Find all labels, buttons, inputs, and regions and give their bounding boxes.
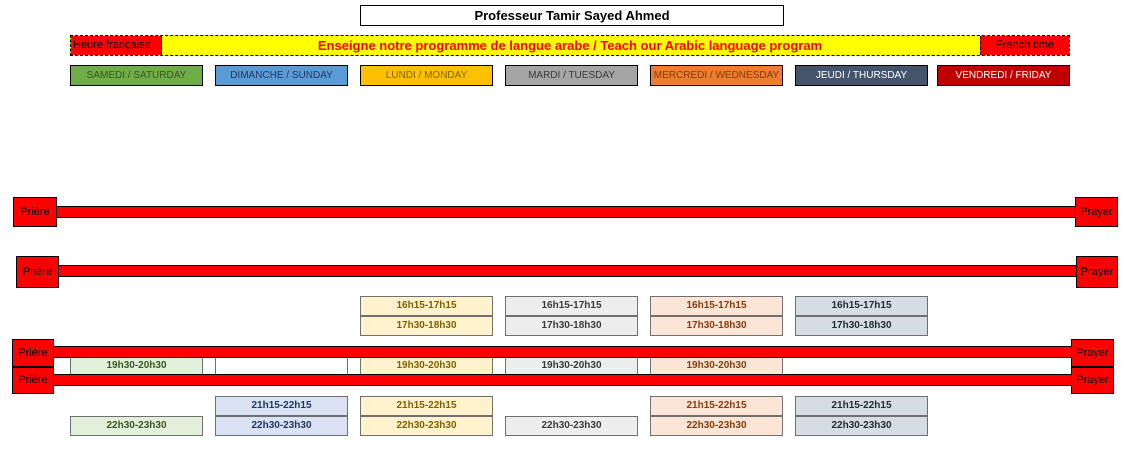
day-header-tuesday: MARDI / TUESDAY <box>505 65 638 86</box>
time-slot: 22h30-23h30 <box>505 416 638 436</box>
day-header-wednesday: MERCREDI / WEDNESDAY <box>650 65 783 86</box>
day-header-saturday: SAMEDI / SATURDAY <box>70 65 203 86</box>
time-slot: 16h15-17h15 <box>360 296 493 316</box>
time-slot: 21h15-22h15 <box>650 396 783 416</box>
prayer-bar <box>56 206 1076 218</box>
french-time-label-right: French time <box>980 36 1069 55</box>
time-slot: 16h15-17h15 <box>795 296 928 316</box>
prayer-label-right: Prayer <box>1075 197 1118 227</box>
prayer-label-left: Prière <box>16 256 59 288</box>
prayer-bar <box>52 374 1072 386</box>
time-slot: 17h30-18h30 <box>360 316 493 336</box>
time-slot <box>215 356 348 376</box>
page-title: Professeur Tamir Sayed Ahmed <box>360 5 784 26</box>
prayer-label-right: Prayer <box>1076 256 1118 288</box>
banner-text: Enseigne notre programme de langue arabe… <box>317 38 823 53</box>
time-slot: 21h15-22h15 <box>360 396 493 416</box>
day-header-monday: LUNDI / MONDAY <box>360 65 493 86</box>
prayer-label-left: Prière <box>12 367 54 394</box>
time-slot: 17h30-18h30 <box>505 316 638 336</box>
prayer-bar <box>58 265 1076 277</box>
time-slot: 17h30-18h30 <box>795 316 928 336</box>
prayer-label-left: Prière <box>13 197 57 227</box>
time-slot: 17h30-18h30 <box>650 316 783 336</box>
french-time-label-left: Heure française <box>71 36 162 55</box>
time-slot: 22h30-23h30 <box>650 416 783 436</box>
prayer-label-left: Prière <box>12 339 54 367</box>
time-slot: 22h30-23h30 <box>70 416 203 436</box>
time-slot: 16h15-17h15 <box>505 296 638 316</box>
prayer-label-right: Prayer <box>1071 367 1114 394</box>
prayer-label-right: Prayer <box>1071 339 1114 367</box>
time-slot: 21h15-22h15 <box>795 396 928 416</box>
time-slot: 22h30-23h30 <box>360 416 493 436</box>
time-slot: 19h30-20h30 <box>505 356 638 376</box>
prayer-bar <box>52 346 1072 358</box>
time-slot: 21h15-22h15 <box>215 396 348 416</box>
time-slot: 22h30-23h30 <box>215 416 348 436</box>
day-header-friday: VENDREDI / FRIDAY <box>937 65 1070 86</box>
time-slot: 19h30-20h30 <box>70 356 203 376</box>
time-slot: 19h30-20h30 <box>650 356 783 376</box>
time-slot: 16h15-17h15 <box>650 296 783 316</box>
day-header-thursday: JEUDI / THURSDAY <box>795 65 928 86</box>
day-header-sunday: DIMANCHE / SUNDAY <box>215 65 348 86</box>
time-slot: 22h30-23h30 <box>795 416 928 436</box>
program-banner: Heure française Enseigne notre programme… <box>70 35 1070 56</box>
time-slot: 19h30-20h30 <box>360 356 493 376</box>
